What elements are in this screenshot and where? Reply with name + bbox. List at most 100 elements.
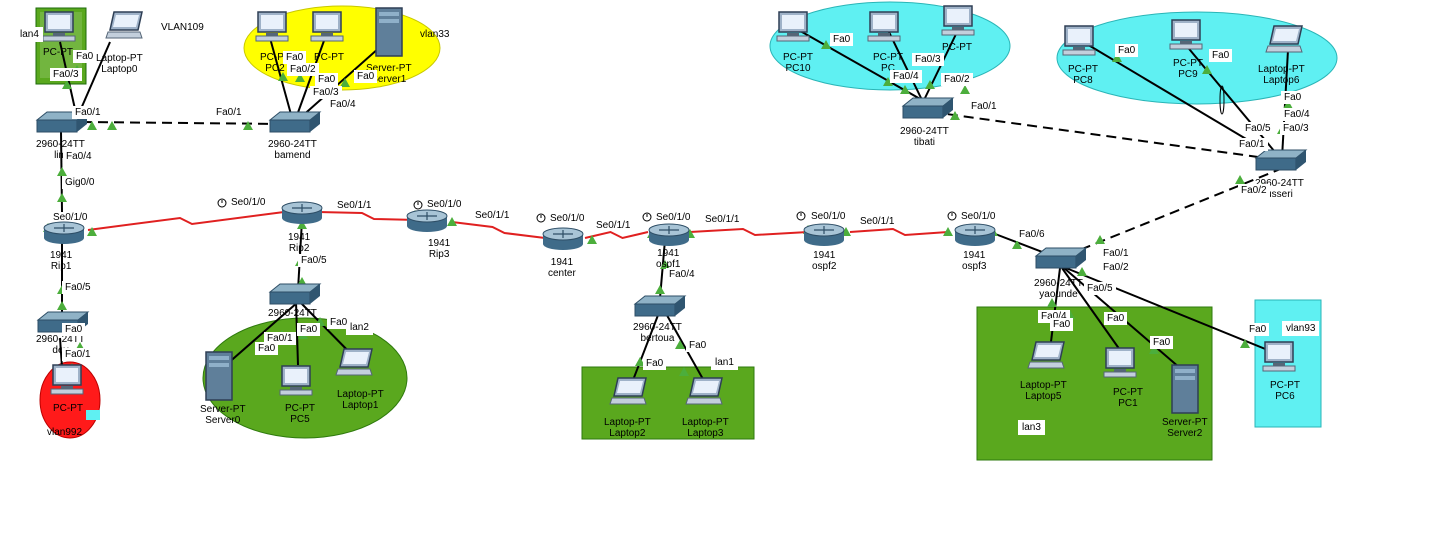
pc-icon [1103, 347, 1137, 378]
pc-screen [1175, 23, 1197, 37]
pc-base [776, 35, 810, 42]
link-up-indicator [1077, 267, 1087, 276]
switch-front [269, 291, 311, 305]
switch-icon [633, 295, 687, 317]
router-icon [406, 209, 448, 232]
label-pc11: PC-PT PC [873, 52, 903, 74]
port-label: Fa0/2 [287, 63, 319, 76]
pc-screen [48, 15, 70, 29]
pc-icon [867, 11, 901, 42]
label-pc-lan4: PC-PT [43, 47, 73, 58]
label-sw-tibati: 2960-24TT tibati [900, 126, 949, 148]
pc-screen [316, 15, 338, 29]
switch-icon [1254, 149, 1308, 171]
pc-screen [1068, 29, 1090, 43]
link-up-indicator [1202, 65, 1212, 74]
laptop-keyboard [1027, 361, 1065, 369]
port-label: Fa0 [354, 70, 378, 83]
pc-stand [53, 33, 65, 36]
pc-stand [878, 33, 890, 36]
switch-icon [268, 283, 322, 305]
label-r-center: 1941 center [548, 257, 576, 279]
laptop-keyboard [609, 397, 647, 405]
port-label: Fa0/5 [62, 281, 94, 294]
port-label: Fa0 [315, 73, 339, 86]
laptop-icon [685, 377, 723, 405]
ethernet-link [887, 29, 923, 101]
router-icon [803, 223, 845, 246]
router-arrows [814, 226, 834, 234]
port-label: Fa0/1 [62, 348, 94, 361]
pc-icon [941, 5, 975, 36]
label-sw-yaounde: 2960-24TT yaounde [1034, 278, 1083, 300]
laptop-keyboard [1265, 45, 1303, 53]
port-label: Fa0/4 [666, 268, 698, 281]
pc-base [867, 35, 901, 42]
link-up-indicator [635, 357, 645, 366]
label-laptop3: Laptop-PT Laptop3 [682, 417, 729, 439]
port-label: Fa0 [686, 339, 710, 352]
pc-screen [947, 9, 969, 23]
serial-clock-icons [217, 198, 957, 223]
link-up-indicator [655, 285, 665, 294]
label-sw-bamend: 2960-24TT bamend [268, 139, 317, 161]
serial-link [584, 230, 649, 240]
link-up-indicator [660, 260, 670, 269]
port-label: Fa0 [297, 323, 321, 336]
link-up-indicator [297, 220, 307, 229]
area-label-lan4: lan4 [16, 27, 43, 42]
pc-icon [1262, 341, 1296, 372]
server-bay [379, 12, 399, 16]
pc-icon [776, 11, 810, 42]
server-bay [379, 19, 399, 23]
label-r-ospf1: 1941 ospf1 [656, 248, 681, 270]
port-label: Fa0/3 [310, 86, 342, 99]
router-icon [281, 201, 323, 224]
link-up-indicator [1095, 235, 1105, 244]
link-up-indicator [950, 111, 960, 120]
link-up-indicator [1149, 345, 1159, 354]
pc-base [255, 35, 289, 42]
ethernet-link [81, 121, 288, 125]
link-up-indicator [679, 367, 689, 376]
server-icon [205, 351, 233, 401]
link-up-indicator [900, 85, 910, 94]
pc-stand [1273, 363, 1285, 366]
port-label: Fa0 [1115, 44, 1139, 57]
port-label: Fa0/1 [1236, 138, 1268, 151]
label-laptop6: Laptop-PT Laptop6 [1258, 64, 1305, 86]
port-label: Fa0/4 [890, 70, 922, 83]
port-label: Fa0/4 [327, 98, 359, 111]
port-label: Fa0/2 [1238, 184, 1270, 197]
port-label: Fa0 [643, 357, 667, 370]
port-label: Gig0/0 [62, 176, 98, 189]
label-pc10: PC-PT PC10 [783, 52, 813, 74]
switch-side [675, 296, 685, 316]
laptop-screen-inner [343, 352, 369, 364]
pc-screen [782, 15, 804, 29]
pc-base [1262, 365, 1296, 372]
serial-link [689, 227, 809, 237]
area-label-vlan992: vlan992 [47, 427, 83, 438]
pc-icon [42, 11, 76, 42]
laptop-icon [609, 377, 647, 405]
laptop-screen-inner [693, 381, 719, 393]
area-label-vlan33: vlan33 [420, 29, 450, 40]
router-icon [954, 223, 996, 246]
link-up-indicator [1047, 298, 1057, 307]
pc-base [42, 35, 76, 42]
port-label: Fa0/5 [298, 254, 330, 267]
port-label: Fa0 [73, 50, 97, 63]
serial-label: Se0/1/0 [550, 213, 585, 224]
ethernet-link [1281, 49, 1289, 159]
label-pc6: PC-PT PC6 [1270, 380, 1300, 402]
vlan992-marker [86, 410, 100, 420]
label-laptop5: Laptop-PT Laptop5 [1020, 380, 1067, 402]
link-up-indicator [57, 167, 67, 176]
pc-screen [56, 368, 78, 382]
switch-icon [268, 111, 322, 133]
link-up-indicator [57, 301, 67, 310]
label-sw-dev: 2960-24TT dev [36, 334, 85, 356]
serial-link [87, 211, 285, 231]
router-icon [648, 223, 690, 246]
